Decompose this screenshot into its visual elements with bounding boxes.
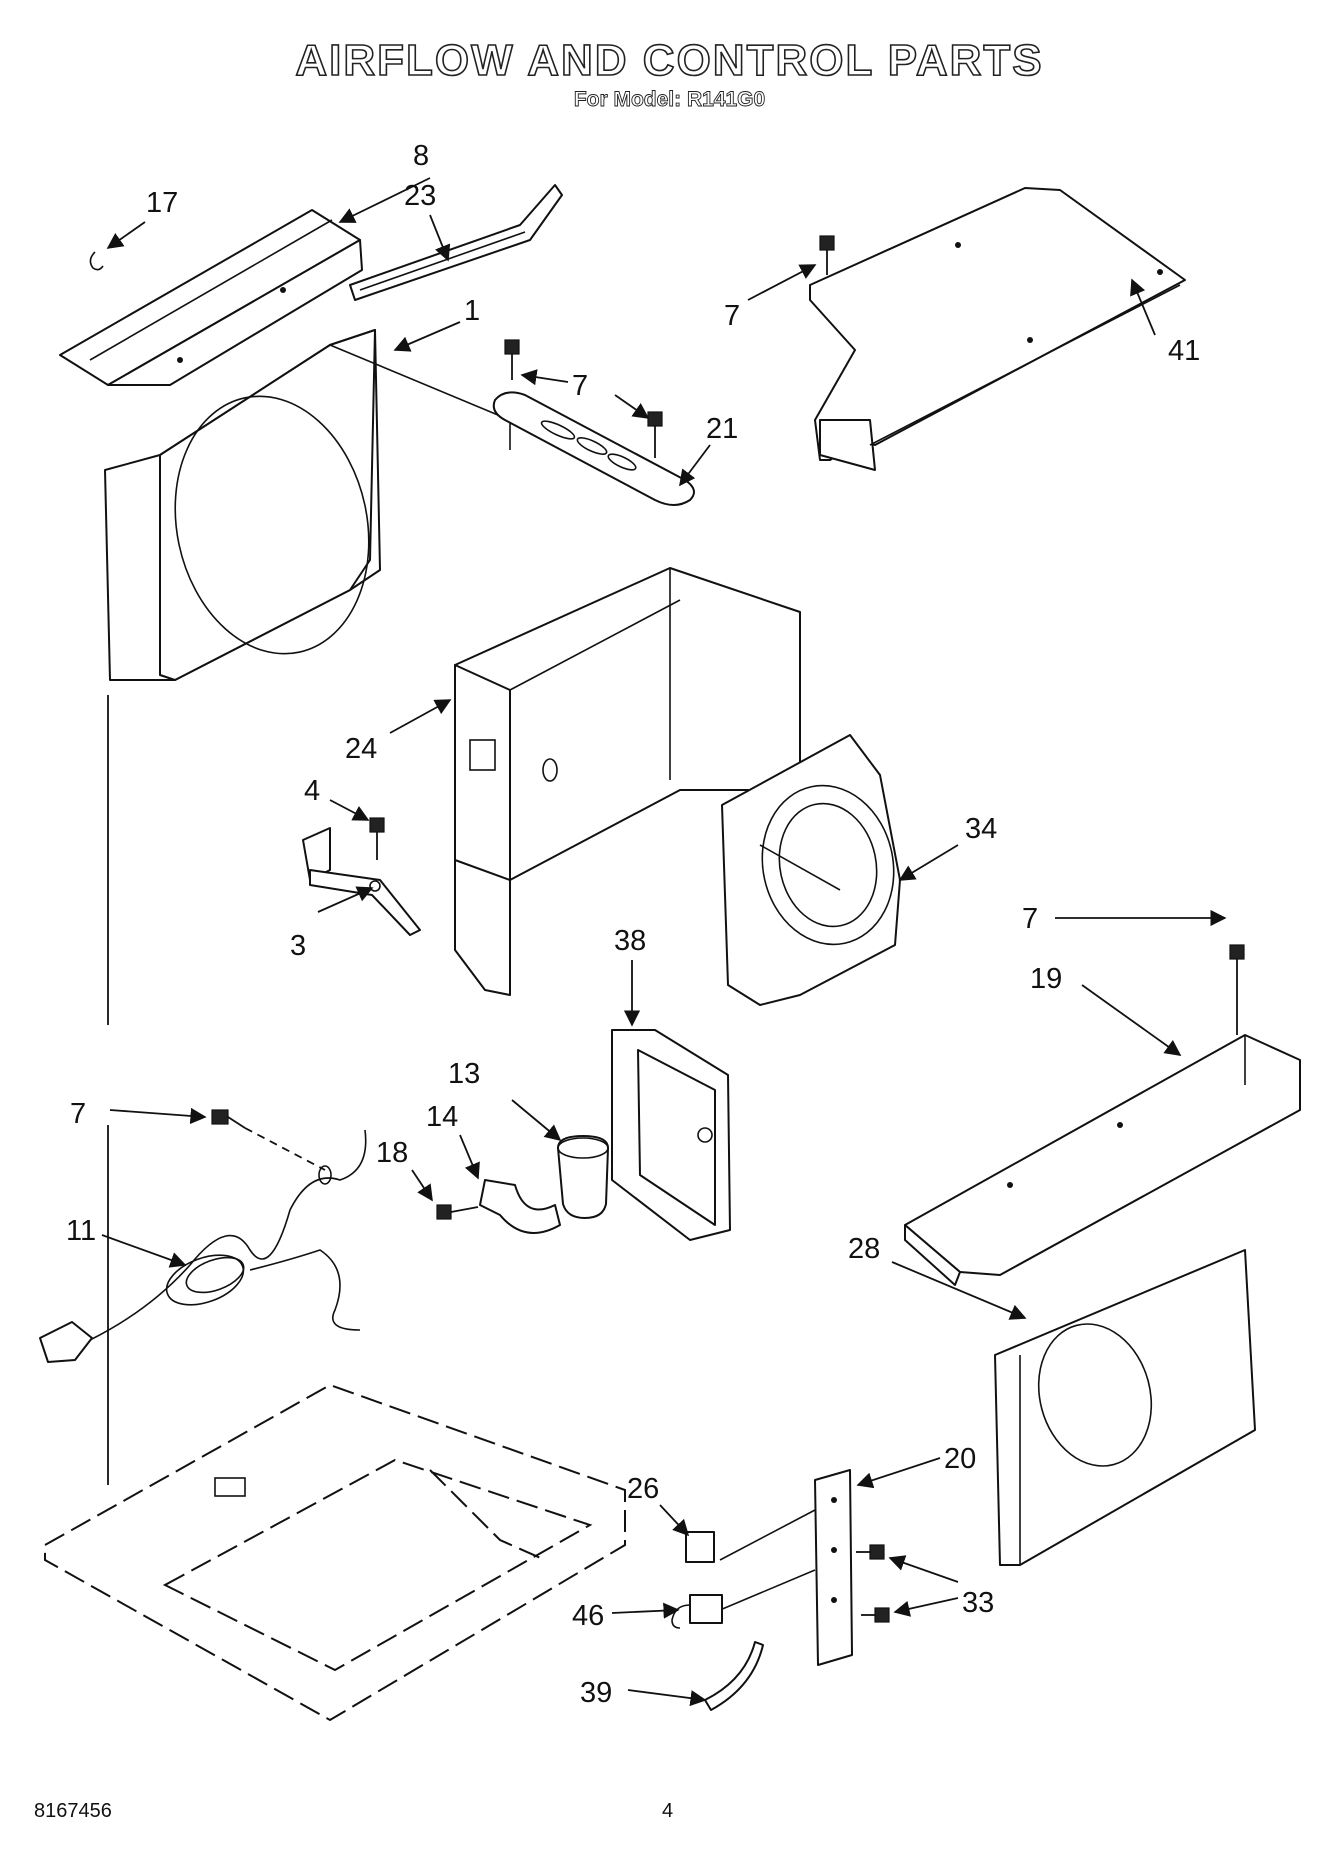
callout-24: 24 [345, 733, 377, 765]
page-number: 4 [662, 1800, 674, 1822]
callout-39: 39 [580, 1677, 612, 1709]
callout-23: 23 [404, 180, 436, 212]
part-38-control-box [611, 1029, 731, 1241]
part-13-capacitor [557, 1135, 609, 1219]
part-39-tube [704, 1641, 764, 1711]
part-28-evaporator-shroud [994, 1249, 1256, 1566]
callout-13: 13 [448, 1058, 480, 1090]
part-24-barrier [454, 567, 801, 996]
screw-7-icon [1229, 944, 1245, 1035]
callout-19: 19 [1030, 963, 1062, 995]
part-21-bracket [492, 391, 695, 506]
base-pan [44, 1383, 626, 1722]
part-17-clip [89, 251, 104, 271]
callout-26: 26 [627, 1473, 659, 1505]
callout-46: 46 [572, 1600, 604, 1632]
callout-labels: 8 17 23 1 7 21 7 41 24 4 3 34 38 7 19 7 … [66, 140, 1200, 1709]
part-46-thermostat [671, 1594, 723, 1629]
screw-33-icon [856, 1544, 890, 1623]
screw-7-icon [211, 1109, 326, 1171]
leader-lines [101, 177, 1227, 1707]
callout-4: 4 [304, 775, 320, 807]
callout-17: 17 [146, 187, 178, 219]
part-19-rail [904, 1034, 1301, 1286]
screw-7-icon [504, 235, 835, 458]
callout-34: 34 [965, 813, 997, 845]
callout-38: 38 [614, 925, 646, 957]
part-34-blower-housing [721, 734, 901, 1006]
screw-18-icon [436, 1204, 479, 1220]
callout-7: 7 [724, 300, 740, 332]
callout-33: 33 [962, 1587, 994, 1619]
model-subtitle: For Model: R141G0 [573, 88, 766, 112]
callout-3: 3 [290, 930, 306, 962]
callout-21: 21 [706, 413, 738, 445]
part-11-power-cord [39, 1129, 367, 1363]
callout-8: 8 [413, 140, 429, 172]
part-1-condenser-shroud [104, 329, 511, 681]
callout-7: 7 [1022, 903, 1038, 935]
callout-28: 28 [848, 1233, 880, 1265]
callout-41: 41 [1168, 335, 1200, 367]
part-41-top-panel [809, 187, 1186, 471]
callout-14: 14 [426, 1101, 458, 1133]
part-3-retainer [302, 827, 421, 936]
part-8-top-bracket [59, 209, 363, 386]
part-14-strap [479, 1179, 561, 1234]
screw-4-icon [369, 817, 385, 860]
document-number: 8167456 [34, 1800, 112, 1822]
callout-18: 18 [376, 1137, 408, 1169]
diagram-title: AIRFLOW AND CONTROL PARTS [295, 35, 1044, 86]
callout-7: 7 [70, 1098, 86, 1130]
part-20-control-plate [719, 1469, 853, 1666]
callout-1: 1 [464, 295, 480, 327]
part-26-switch [685, 1531, 715, 1563]
callout-7: 7 [572, 370, 588, 402]
callout-11: 11 [66, 1215, 96, 1247]
callout-20: 20 [944, 1443, 976, 1475]
